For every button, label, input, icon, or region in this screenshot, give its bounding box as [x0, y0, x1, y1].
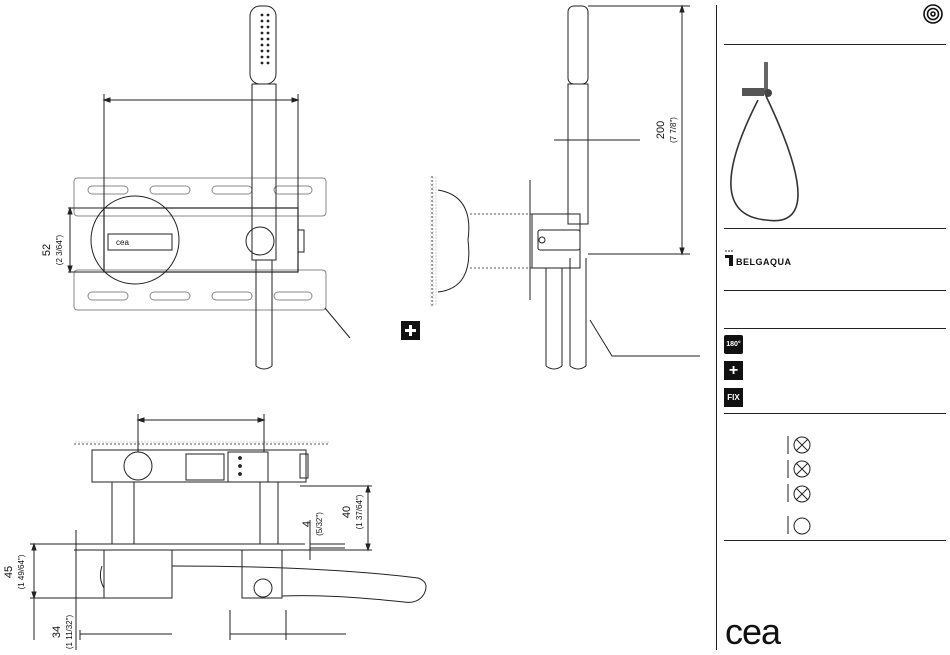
dim-34: 34 (1 11/32"): [51, 615, 74, 650]
svg-text:(5/32"): (5/32"): [315, 512, 324, 536]
target-icon: [924, 5, 942, 23]
cea-logo: cea: [725, 612, 780, 652]
product-label: cea: [116, 238, 129, 247]
top-view: [30, 414, 426, 650]
dim-45: 45 (1 49/64"): [3, 554, 26, 589]
svg-text:34: 34: [51, 626, 63, 638]
dim-52: 52 (2 3/64"): [41, 234, 64, 265]
svg-text:(7 7/8"): (7 7/8"): [669, 117, 678, 143]
svg-text:200: 200: [655, 121, 667, 139]
plus-icon: +: [724, 361, 743, 380]
product-thumbnail: [731, 62, 798, 221]
badge-label: FIX: [727, 393, 739, 402]
crossed-circle-icon: [794, 437, 810, 453]
svg-text:(1 37/64"): (1 37/64"): [355, 494, 364, 529]
belgaqua-logo-icon: [725, 250, 733, 266]
crossed-circle-icon: [794, 486, 810, 502]
svg-text:45: 45: [3, 566, 15, 578]
dim-4: 4 (5/32"): [301, 512, 324, 536]
svg-text:40: 40: [341, 506, 353, 518]
svg-text:4: 4: [301, 521, 313, 527]
divider: [724, 540, 946, 541]
plus-icon: [401, 321, 420, 340]
badge-label: +: [729, 362, 738, 380]
front-view: cea: [68, 6, 350, 369]
dim-200: 200 (7 7/8"): [655, 117, 678, 143]
divider: [724, 290, 946, 291]
svg-text:(2 3/64"): (2 3/64"): [55, 234, 64, 265]
rotate-180-icon: 180°: [724, 335, 743, 354]
svg-text:(1 49/64"): (1 49/64"): [17, 554, 26, 589]
empty-circle-icon: [794, 518, 810, 534]
side-view: [430, 6, 700, 369]
brand-name: BELGAQUA: [736, 257, 792, 267]
dim-40: 40 (1 37/64"): [341, 494, 364, 529]
badge-label: 180°: [726, 341, 740, 348]
crossed-circle-icon: [794, 461, 810, 477]
divider: [724, 413, 946, 414]
divider: [724, 328, 946, 329]
divider: [724, 44, 946, 45]
panel-separator: [716, 5, 717, 650]
divider: [724, 228, 946, 229]
fix-icon: FIX: [724, 388, 743, 407]
finish-options: [788, 436, 810, 534]
svg-text:52: 52: [41, 244, 53, 256]
svg-text:(1 11/32"): (1 11/32"): [65, 615, 74, 650]
